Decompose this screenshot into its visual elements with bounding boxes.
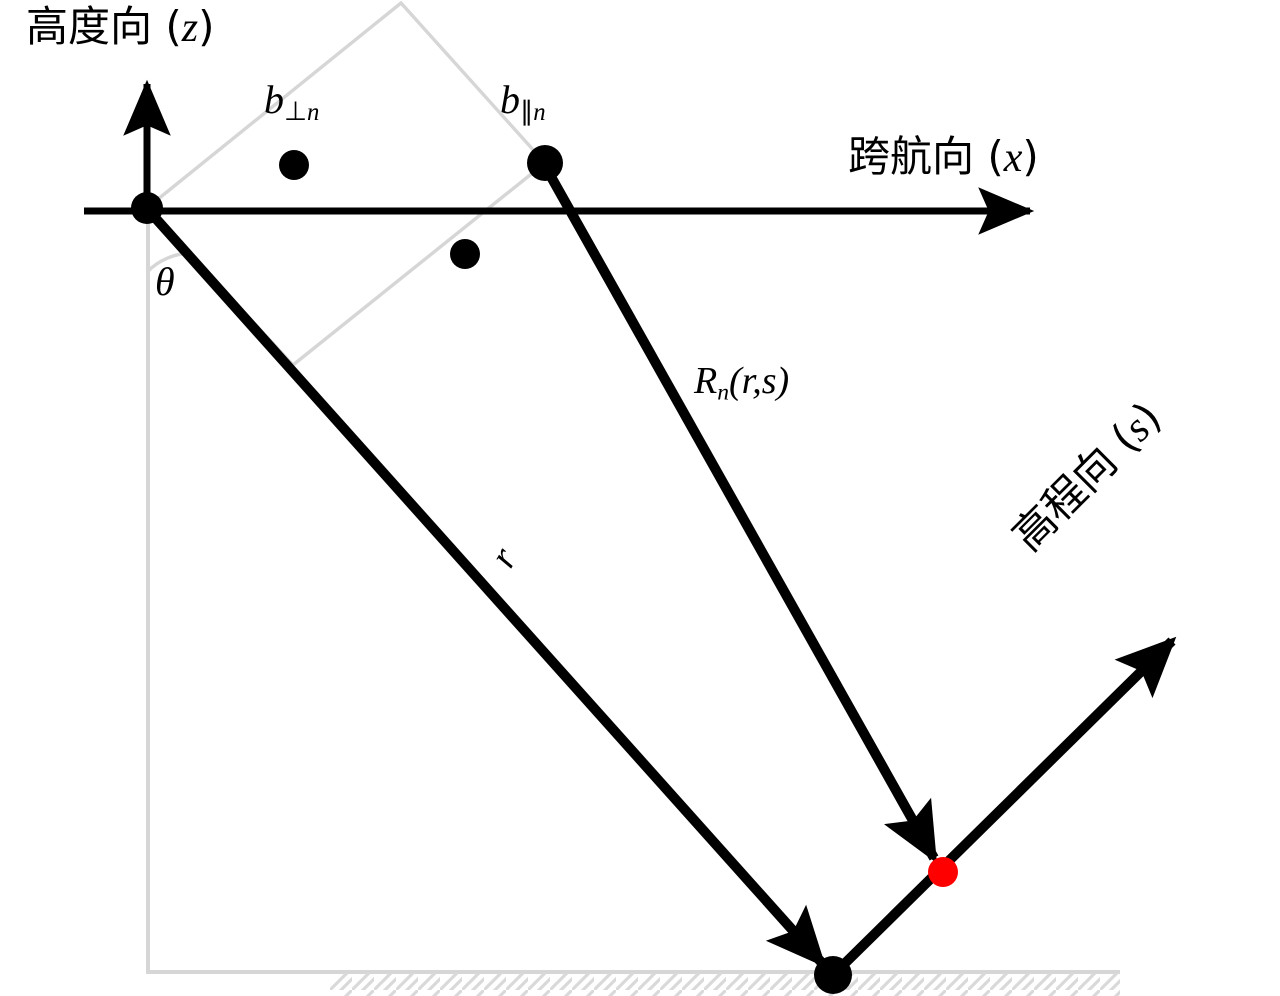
range-function-index: n [717,379,729,406]
b-parallel-index: n [533,98,546,126]
theta-label: θ [155,259,175,304]
b-parallel-base: b [500,77,520,122]
b-parallel-symbol: ∥ [520,95,534,126]
height-axis-symbol: z [181,5,199,51]
b-perp-symbol: ⊥ [284,95,307,126]
elevation-target-node [928,857,958,887]
height-axis-label-paren: ( [152,2,182,51]
slant-range-ray-r [146,208,827,968]
cross-track-axis-label-cjk: 跨航向 [848,132,975,181]
b-perp-base: b [264,77,284,122]
b-perp-label: b⊥n [264,80,319,126]
antenna-n-node [527,145,563,181]
height-axis-label-cjk: 高度向 [26,2,153,51]
baseline-node-mid [450,239,480,269]
cross-track-axis-symbol: x [1003,135,1023,181]
b-perp-index: n [307,98,320,126]
ray-group [146,163,939,968]
ground-hatching [330,973,1120,996]
axes-group [84,79,1177,979]
elevation-axis-line [829,636,1177,979]
range-function-args: (r,s) [729,360,790,402]
baseline-node-perp [279,150,309,180]
cross-track-axis-label: 跨航向 (x) [848,132,1039,181]
origin-antenna-node [131,192,163,224]
baseline-rhombus-guide [144,0,548,368]
b-parallel-label: b∥n [500,80,546,126]
range-function-base: R [694,360,718,402]
range-function-label: Rn(r,s) [694,362,789,405]
node-group [131,145,958,994]
ground-target-node [814,956,852,994]
height-axis-label: 高度向 (z) [26,2,215,51]
range-ray-Rn [540,163,939,864]
